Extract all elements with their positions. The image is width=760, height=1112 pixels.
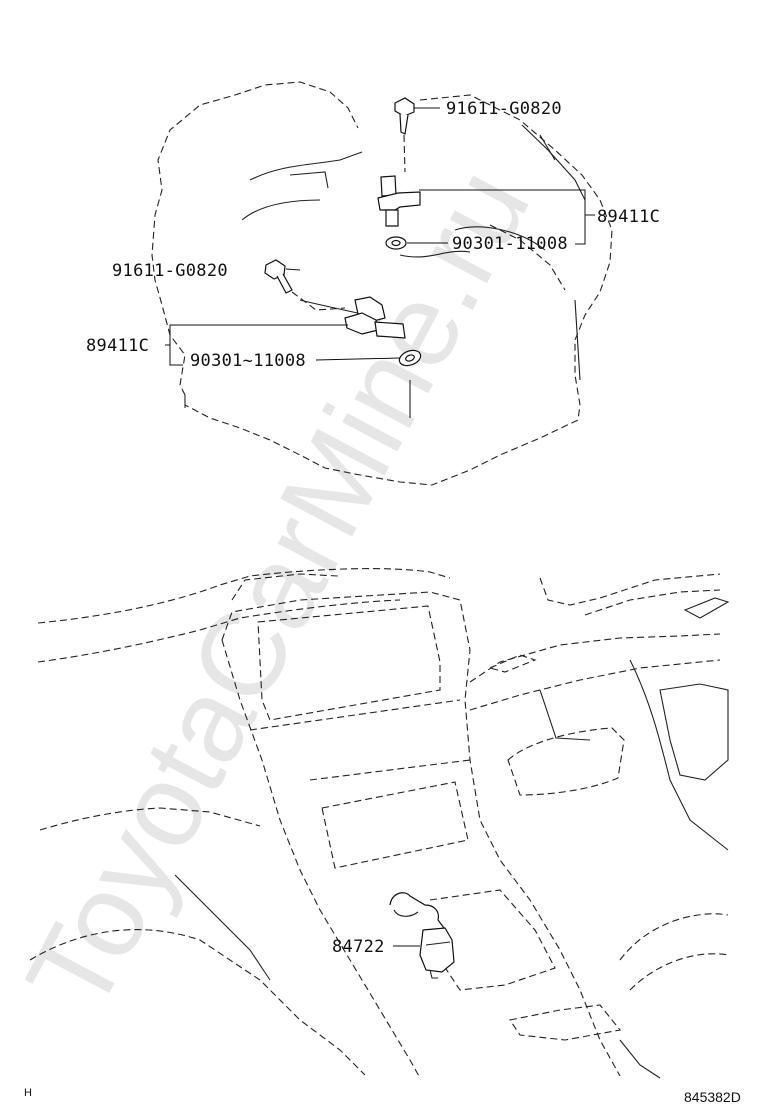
gasket-upper: [385, 236, 407, 250]
diagram-code: 845382D: [684, 1089, 741, 1105]
leader-lines-upper: [165, 107, 595, 366]
part-label-gasket-upper: 90301-11008: [452, 234, 568, 254]
dashboard-outline: [29, 568, 730, 1079]
transmission-housing-outline: [151, 81, 613, 486]
part-label-switch: 84722: [332, 937, 385, 957]
bolt-lower: [264, 259, 346, 311]
bolt-upper: [394, 97, 415, 173]
part-label-bolt-lower: 91611-G0820: [112, 261, 228, 281]
part-label-sensor-left: 89411C: [86, 336, 149, 356]
speed-sensor-right: [377, 175, 421, 227]
speed-sensor-left: [344, 296, 406, 339]
part-label-sensor-right: 89411C: [597, 207, 660, 227]
gasket-lower: [398, 349, 422, 367]
part-label-gasket-lower: 90301~11008: [190, 351, 306, 371]
neutral-switch-connector: [389, 892, 455, 979]
watermark: ToyotaCarMine.ru: [1, 148, 555, 1032]
corner-mark: H: [24, 1087, 32, 1099]
part-label-bolt-upper: 91611-G0820: [446, 99, 562, 119]
